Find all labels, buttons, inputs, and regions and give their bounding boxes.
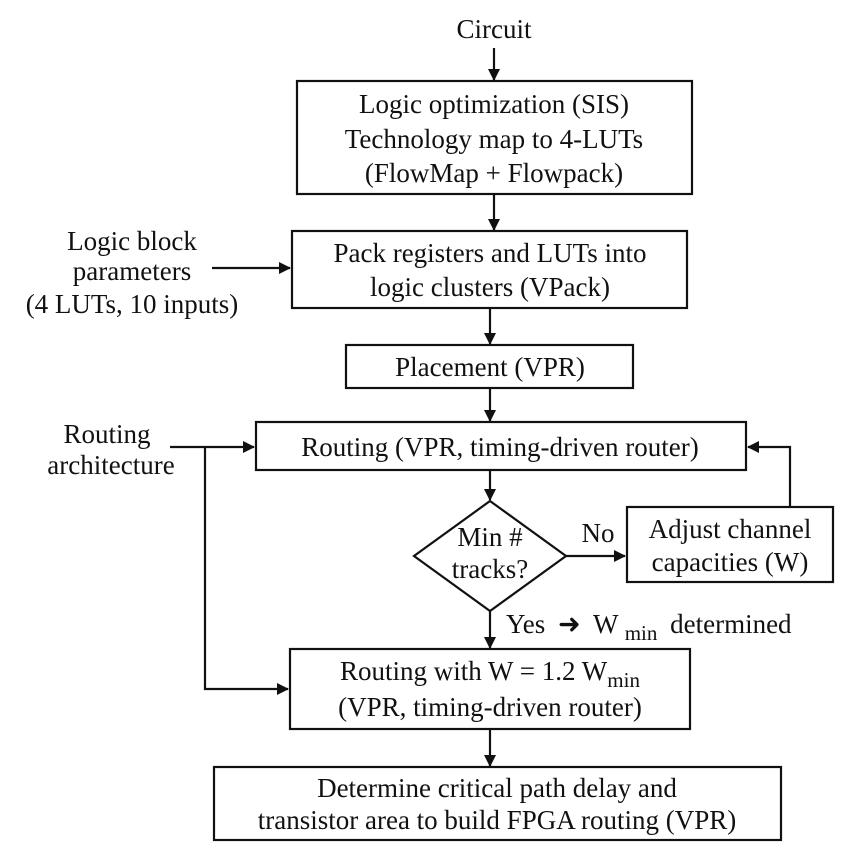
routing-arch-line2: architecture (47, 450, 174, 480)
routing-box (254, 420, 748, 472)
placement-label: Placement (VPR) (395, 352, 585, 382)
pack-box (290, 229, 689, 310)
determine-line1: Determine critical path delay and (317, 773, 677, 803)
placement-box (344, 343, 635, 390)
logic-opt-line2: Technology map to 4-LUTs (345, 124, 643, 154)
logic-block-params-line2: parameters (73, 256, 191, 286)
routing-arch-line1: Routing (63, 419, 150, 449)
routing-with-w-box (288, 647, 692, 731)
adjust-line1: Adjust channel (649, 514, 812, 544)
circuit-label: Circuit (457, 14, 532, 44)
arrow-arch-to-routing-w (203, 447, 289, 695)
no-label: No (582, 518, 615, 548)
logic-block-params-line3: (4 LUTs, 10 inputs) (26, 289, 239, 319)
determine-box (212, 765, 783, 842)
w-min-subscript: min (625, 621, 658, 645)
determined-label: determined (670, 609, 792, 639)
routing-w-subscript: min (607, 668, 640, 692)
w-symbol: W (593, 609, 619, 639)
logic-opt-line3: (FlowMap + Flowpack) (365, 158, 623, 188)
arrow-adjust-to-routing (747, 441, 792, 507)
adjust-channel-box (625, 505, 835, 584)
adjust-line2: capacities (W) (652, 547, 809, 577)
yes-annotation: Yes ➜ W min determined (506, 609, 792, 646)
routing-label: Routing (VPR, timing-driven router) (301, 432, 698, 462)
determine-line2: transistor area to build FPGA routing (V… (258, 805, 736, 835)
routing-w-prefix: Routing with W = 1.2 W (340, 656, 608, 686)
logic-block-params-line1: Logic block (67, 226, 197, 256)
routing-w-line2: (VPR, timing-driven router) (338, 692, 642, 722)
routing-w-line1: Routing with W = 1.2 Wmin (340, 656, 640, 692)
decision-line1: Min # (457, 522, 523, 552)
yes-label: Yes (506, 609, 545, 639)
logic-opt-line1: Logic optimization (SIS) (359, 89, 629, 119)
pack-line1: Pack registers and LUTs into (333, 238, 646, 268)
decision-line2: tracks? (452, 554, 528, 584)
right-arrow-icon: ➜ (558, 609, 581, 639)
pack-line2: logic clusters (VPack) (370, 272, 610, 302)
